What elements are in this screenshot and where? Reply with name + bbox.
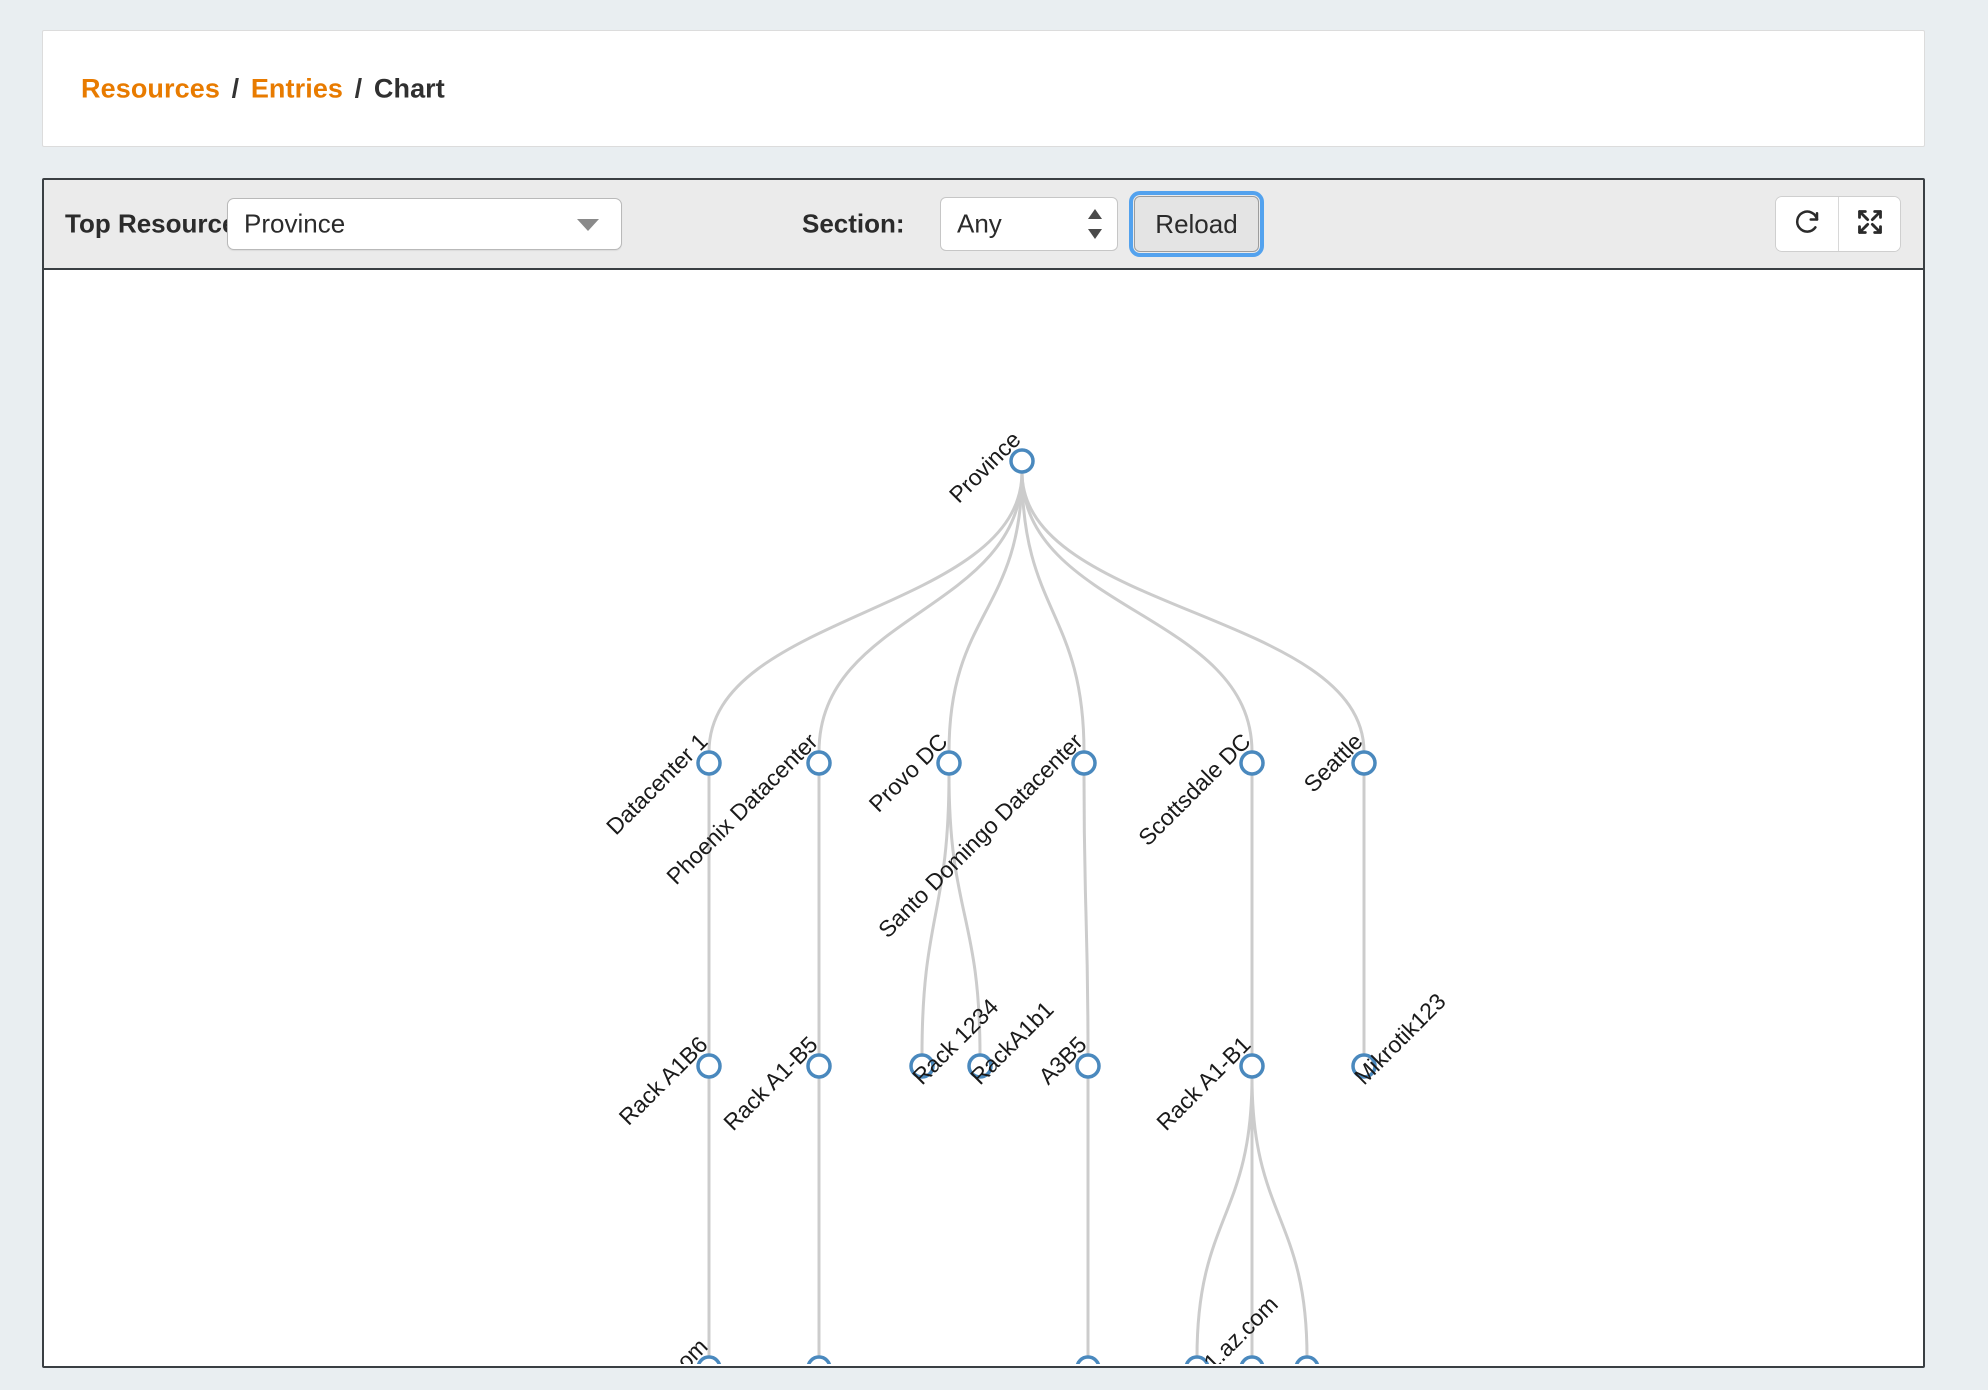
tree-node-circle[interactable]: [806, 1053, 832, 1079]
tree-node[interactable]: Provo DC: [864, 728, 962, 817]
section-label: Section:: [802, 208, 905, 239]
tree-node-label: Rack A1B6: [614, 1031, 713, 1130]
tree-node[interactable]: [806, 1355, 832, 1364]
tree-node-circle[interactable]: [696, 1053, 722, 1079]
chevron-down-icon: [577, 219, 599, 231]
breadcrumb-separator-2: /: [354, 73, 363, 103]
refresh-icon: [1792, 207, 1822, 242]
tree-node[interactable]: Rack A1B6: [614, 1031, 722, 1130]
reload-button[interactable]: Reload: [1129, 191, 1264, 257]
tree-links: [707, 471, 1366, 1358]
tree-node[interactable]: [1239, 1355, 1265, 1364]
fullscreen-button[interactable]: [1838, 197, 1900, 251]
chart-panel: Top Resource: Province Section: Any Relo…: [42, 178, 1925, 1368]
tree-link: [1195, 1076, 1254, 1358]
tree-node-label: Rack A1-B1: [1151, 1031, 1255, 1135]
tree-node-circle[interactable]: [1075, 1053, 1101, 1079]
tree-link: [707, 471, 1024, 753]
tree-link: [1020, 471, 1086, 753]
tree-node-circle[interactable]: [1071, 750, 1097, 776]
refresh-button[interactable]: [1776, 197, 1838, 251]
section-select[interactable]: Any: [940, 197, 1118, 251]
tree-node[interactable]: Scottsdale DC: [1133, 728, 1265, 850]
tree-node-circle[interactable]: [936, 750, 962, 776]
tree-node-label: Rack A1-B5: [718, 1031, 822, 1135]
tree-node-circle[interactable]: [1239, 1355, 1265, 1364]
tree-node-circle[interactable]: [1294, 1355, 1320, 1364]
tree-node-label: Provo DC: [864, 728, 953, 817]
tree-node[interactable]: Datacenter 1: [601, 728, 722, 840]
breadcrumb-item-chart: Chart: [373, 73, 445, 103]
tree-link: [920, 773, 951, 1056]
tree-node[interactable]: Rack A1-B5: [718, 1031, 832, 1135]
top-resource-label: Top Resource:: [65, 208, 246, 239]
tree-node-label: br7.6connect.com: [565, 1333, 713, 1364]
tree-node-circle[interactable]: [1009, 448, 1035, 474]
tree-node-circle[interactable]: [696, 1355, 722, 1364]
fullscreen-icon: [1856, 208, 1884, 241]
tree-node[interactable]: [1294, 1355, 1320, 1364]
tree-node[interactable]: [1075, 1355, 1101, 1364]
tree-link: [817, 471, 1024, 753]
chart-actions: [1775, 196, 1901, 252]
tree-link: [1250, 1076, 1309, 1358]
breadcrumb-separator-1: /: [231, 73, 240, 103]
tree-link: [1082, 773, 1090, 1056]
tree-node-label: Scottsdale DC: [1133, 728, 1255, 850]
tree-link: [1020, 471, 1254, 753]
tree-node-circle[interactable]: [1184, 1355, 1210, 1364]
chart-toolbar: Top Resource: Province Section: Any Relo…: [44, 180, 1923, 270]
tree-node[interactable]: Rack A1-B1: [1151, 1031, 1265, 1135]
breadcrumb-item-resources[interactable]: Resources: [81, 73, 220, 103]
tree-node-circle[interactable]: [1075, 1355, 1101, 1364]
top-resource-value: Province: [244, 208, 346, 239]
breadcrumb-item-entries[interactable]: Entries: [250, 73, 344, 103]
tree-node-circle[interactable]: [1239, 750, 1265, 776]
breadcrumb-card: Resources / Entries / Chart: [42, 30, 1925, 147]
tree-link: [947, 471, 1024, 753]
tree-node-circle[interactable]: [806, 1355, 832, 1364]
tree-node-circle[interactable]: [1351, 750, 1377, 776]
stepper-up-down-icon: [1088, 207, 1102, 241]
tree-link: [947, 773, 982, 1056]
tree-link: [1020, 471, 1366, 753]
tree-node-circle[interactable]: [909, 1053, 935, 1079]
section-value: Any: [957, 208, 1002, 239]
tree-node-circle[interactable]: [1351, 1053, 1377, 1079]
top-resource-select[interactable]: Province: [227, 198, 622, 250]
tree-node-circle[interactable]: [806, 750, 832, 776]
tree-node-circle[interactable]: [967, 1053, 993, 1079]
tree-node-circle[interactable]: [696, 750, 722, 776]
tree-node[interactable]: br7.6connect.com: [565, 1333, 722, 1364]
tree-node-circle[interactable]: [1239, 1053, 1265, 1079]
breadcrumb: Resources / Entries / Chart: [81, 73, 445, 104]
tree-node-label: Datacenter 1: [601, 728, 713, 840]
